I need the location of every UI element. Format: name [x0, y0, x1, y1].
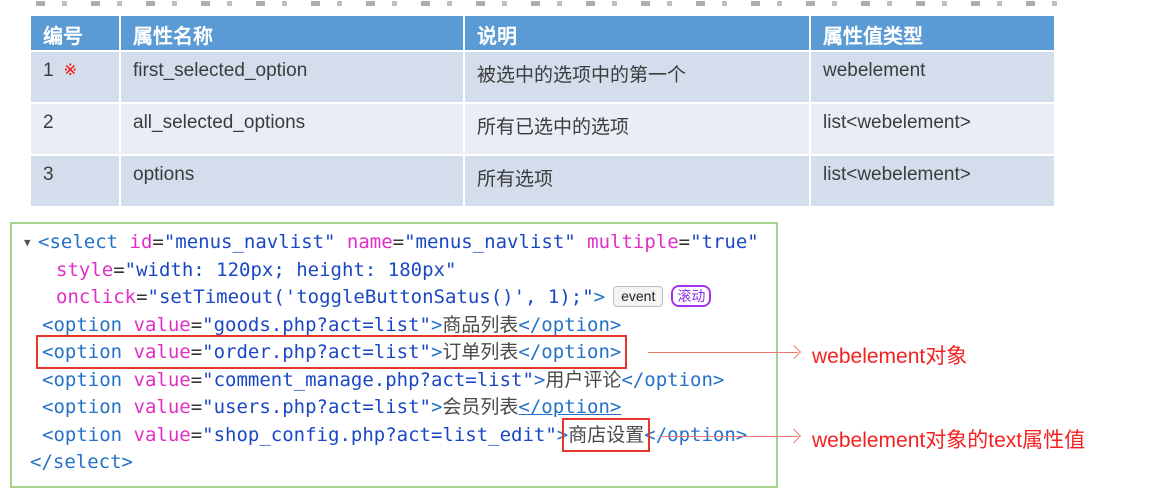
code-token: =: [113, 258, 125, 281]
annotation-text-attribute-value: webelement对象的text属性值: [812, 429, 1086, 452]
table-cell-attr-name: all_selected_options: [121, 104, 463, 154]
code-token: </option>: [644, 423, 748, 446]
code-token: "true": [690, 231, 759, 253]
code-token: >: [593, 286, 606, 308]
highlight-box-order-option: <option value="order.php?act=list">订单列表<…: [35, 335, 628, 369]
code-token: value: [133, 341, 191, 363]
code-line-option-order: <option value="order.php?act=list">订单列表<…: [24, 335, 776, 369]
code-token: =: [152, 231, 164, 253]
code-token: <option: [42, 368, 134, 391]
table-cell-number: 3: [31, 156, 119, 206]
code-token: </option>: [518, 313, 622, 336]
annotation-arrow-head-icon: [786, 428, 802, 444]
code-token: </option>: [621, 368, 725, 391]
code-token: >: [556, 423, 569, 446]
attribute-table: 编号 属性名称 说明 属性值类型 1※ first_selected_optio…: [31, 16, 1054, 206]
option-text: 订单列表: [442, 341, 519, 363]
code-token: =: [190, 396, 203, 418]
code-token: =: [190, 423, 203, 446]
code-token: "comment_manage.php?act=list": [202, 368, 534, 391]
code-token: =: [678, 231, 691, 253]
code-token: <option: [42, 396, 134, 418]
code-token: "shop_config.php?act=list_edit": [202, 423, 557, 446]
annotation-webelement-object: webelement对象: [812, 345, 968, 368]
option-text: 用户评论: [545, 368, 622, 391]
table-cell-description: 所有已选中的选项: [465, 104, 809, 154]
table-cell-value-type: list<webelement>: [811, 156, 1054, 206]
table-cell-value-type: list<webelement>: [811, 104, 1054, 154]
code-line-option-goods: <option value="goods.php?act=list">商品列表<…: [24, 312, 776, 340]
code-token: "goods.php?act=list": [202, 313, 431, 336]
code-token: >: [430, 396, 443, 418]
code-line-select-open: ▼<select id="menus_navlist" name="menus_…: [24, 229, 776, 257]
annotation-arrow-line: [660, 436, 798, 437]
code-token: =: [136, 286, 148, 308]
col-header-value-type: 属性值类型: [811, 16, 1054, 50]
table-cell-description: 被选中的选项中的第一个: [465, 52, 809, 102]
table-cell-attr-name: options: [121, 156, 463, 206]
table-cell-attr-name: first_selected_option: [121, 52, 463, 102]
devtools-code-snippet: ▼<select id="menus_navlist" name="menus_…: [10, 222, 778, 488]
code-token: "menus_navlist": [163, 231, 347, 253]
option-text: 会员列表: [442, 396, 519, 418]
code-token: onclick: [56, 286, 137, 308]
code-token: value: [133, 396, 191, 418]
annotation-arrow-head-icon: [786, 344, 802, 360]
expander-triangle-icon: ▼: [24, 236, 31, 249]
table-cell-number: 2: [31, 104, 119, 154]
option-text: 商品列表: [442, 313, 519, 336]
col-header-number: 编号: [31, 16, 119, 50]
code-token: "users.php?act=list": [202, 396, 431, 418]
row-number: 3: [43, 164, 54, 185]
code-token: "setTimeout('toggleButtonSatus()', 1);": [147, 286, 594, 308]
code-token: style: [56, 258, 114, 281]
table-cell-value-type: webelement: [811, 52, 1054, 102]
col-header-description: 说明: [465, 16, 809, 50]
code-token: id: [129, 231, 153, 253]
code-token: </option>: [518, 341, 622, 363]
code-token: multiple: [587, 231, 679, 253]
code-token: "order.php?act=list": [202, 341, 431, 363]
code-line-select-close: </select>: [24, 449, 776, 477]
code-line-option-users: <option value="users.php?act=list">会员列表<…: [24, 394, 776, 422]
code-token: =: [190, 341, 203, 363]
code-token: "width: 120px; height: 180px": [124, 258, 457, 281]
code-token: value: [133, 313, 191, 336]
code-token: <select: [38, 231, 130, 253]
code-token: <option: [42, 313, 134, 336]
reference-mark: ※: [63, 62, 77, 79]
code-token: value: [133, 423, 191, 446]
row-number: 1: [43, 60, 54, 81]
row-number: 2: [43, 112, 54, 133]
code-token: =: [190, 313, 203, 336]
event-badge: event: [613, 286, 664, 307]
code-token: >: [533, 368, 546, 391]
code-token: value: [133, 368, 191, 391]
cropped-text-remnant: [36, 1, 1080, 6]
code-token: =: [190, 368, 203, 391]
highlight-box-option-text: 商店设置: [562, 417, 651, 452]
code-token: =: [392, 231, 405, 253]
col-header-attr-name: 属性名称: [121, 16, 463, 50]
scroll-badge: 滚动: [671, 285, 712, 307]
code-token: <option: [42, 423, 134, 446]
code-token: </option>: [518, 396, 622, 418]
code-token: "menus_navlist": [404, 231, 588, 253]
code-token: >: [430, 313, 443, 336]
code-token: <option: [42, 341, 134, 363]
code-line-option-comment: <option value="comment_manage.php?act=li…: [24, 367, 776, 395]
code-token: </select>: [30, 451, 133, 473]
table-cell-number: 1※: [31, 52, 119, 102]
code-line-style: style="width: 120px; height: 180px": [24, 257, 776, 285]
code-line-onclick: onclick="setTimeout('toggleButtonSatus()…: [24, 284, 776, 312]
code-line-option-shop-config: <option value="shop_config.php?act=list_…: [24, 417, 776, 452]
table-cell-description: 所有选项: [465, 156, 809, 206]
code-token: >: [430, 341, 443, 363]
code-token: name: [346, 231, 393, 253]
annotation-arrow-line: [648, 352, 798, 353]
